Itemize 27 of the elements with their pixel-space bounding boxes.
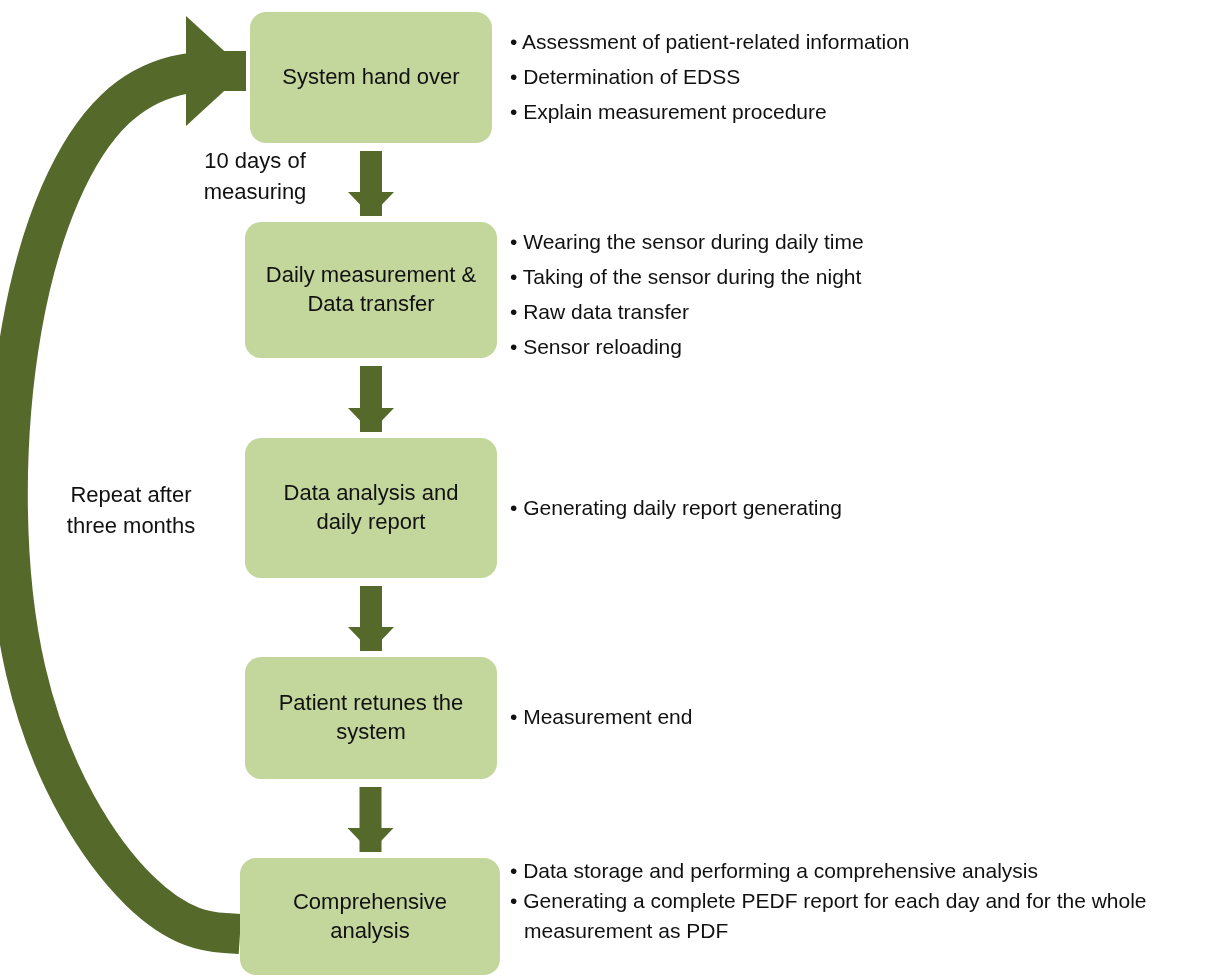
process-box (250, 12, 492, 143)
bullet-item: • Wearing the sensor during daily time (510, 229, 865, 255)
bullet-item: • Raw data transfer (510, 299, 690, 325)
bullet-item: • Data storage and performing a comprehensive analysis (510, 858, 1039, 884)
arrow (348, 151, 394, 216)
bullet-item: • Determination of EDSS (510, 64, 742, 90)
bullet-item: • Sensor reloading (510, 334, 683, 360)
box-label: Daily measurement & Data transfer (264, 261, 478, 318)
box-label: System hand over (282, 63, 460, 92)
bullet-item: • Taking of the sensor during the night (510, 264, 863, 290)
box-label: Patient retunes the system (277, 689, 465, 746)
arrow (348, 586, 394, 651)
process-box (245, 657, 497, 779)
arrow (348, 366, 394, 432)
edge-label: Repeat after three months (65, 481, 197, 540)
bullet-item: • Measurement end (510, 704, 694, 730)
box-label: Data analysis and daily report (282, 479, 460, 536)
bullet-item: • Generating a complete PEDF report for each day and for the whole measurement as PDF (510, 888, 1148, 944)
arrow (347, 787, 394, 852)
process-box (245, 222, 497, 358)
bullet-item: • Assessment of patient-related information (510, 29, 911, 55)
bullet-item: • Generating daily report generating (510, 495, 843, 521)
process-box (240, 858, 500, 975)
box-label: Comprehensive analysis (291, 887, 449, 945)
edge-label: 10 days of measuring (202, 147, 308, 206)
bullet-item: • Explain measurement procedure (510, 99, 828, 125)
process-box (245, 438, 497, 578)
